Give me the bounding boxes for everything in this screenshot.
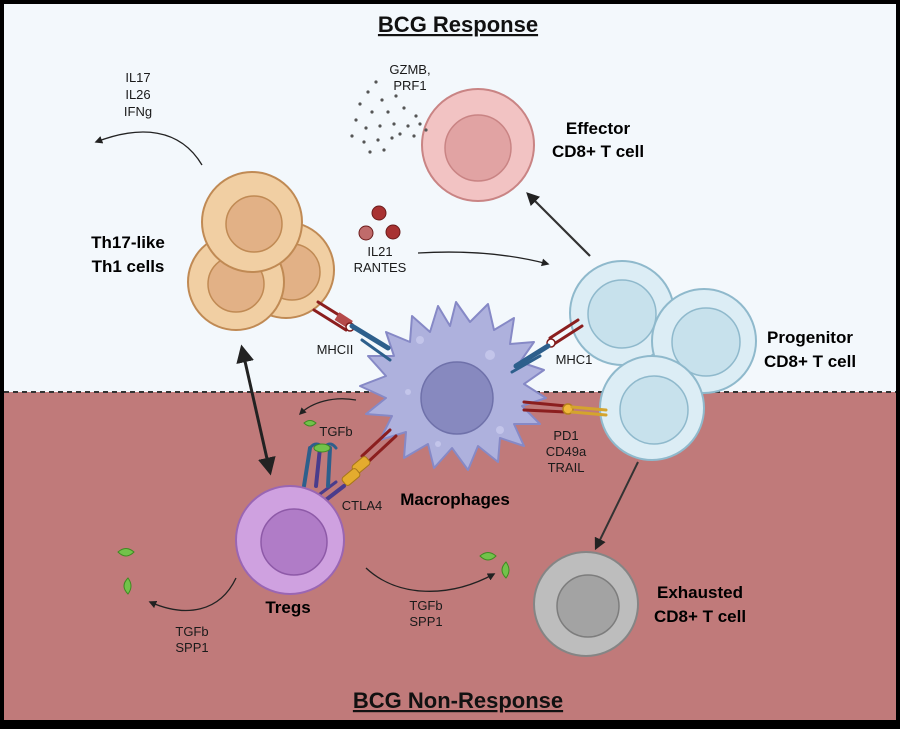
- effector-cell: [421, 88, 535, 202]
- il21-beads: [358, 205, 401, 241]
- pd1-receptor: [522, 400, 608, 417]
- title-response: BCG Response: [378, 12, 538, 37]
- mhc1-receptor: [510, 318, 584, 374]
- treg-cell: [235, 485, 345, 595]
- trail-label: TRAIL: [548, 460, 585, 475]
- exhausted-label-2: CD8+ T cell: [654, 607, 746, 626]
- treg-secretion-arrow: [148, 577, 237, 612]
- tgfb-molecules-left: [117, 548, 135, 595]
- mid-secretion-arrow: [365, 567, 496, 592]
- tgfb-to-treg-arrow: [298, 398, 357, 416]
- ifng-label: IFNg: [124, 104, 152, 119]
- macrophage-label: Macrophages: [400, 490, 510, 509]
- mhcii-receptor: [312, 300, 392, 362]
- mhcii-label: MHCII: [317, 342, 354, 357]
- rantes-label: RANTES: [354, 260, 407, 275]
- pd1-label: PD1: [553, 428, 578, 443]
- ctla4-label: CTLA4: [342, 498, 382, 513]
- progenitor-to-effector-arrow: [526, 192, 591, 257]
- th17-treg-arrow: [236, 344, 276, 476]
- mhc1-label: MHC1: [556, 352, 593, 367]
- il26-label: IL26: [125, 87, 150, 102]
- th17-cell-cluster: [187, 171, 335, 331]
- progenitor-label-1: Progenitor: [767, 328, 853, 347]
- treg-label: Tregs: [265, 598, 310, 617]
- gzmb-label: GZMB,: [389, 62, 430, 77]
- il17-label: IL17: [125, 70, 150, 85]
- tgfb-receptor: [302, 442, 338, 488]
- granule-dots: [350, 80, 428, 154]
- effector-label-1: Effector: [566, 119, 631, 138]
- progenitor-to-exhausted-arrow: [594, 461, 639, 551]
- il21-arrow: [417, 251, 550, 267]
- title-nonresponse: BCG Non-Response: [353, 688, 563, 713]
- progenitor-label-2: CD8+ T cell: [764, 352, 856, 371]
- tgfb-molecules-mid: [479, 552, 510, 579]
- tgfb-small-label: TGFb: [319, 424, 352, 439]
- cd49a-label: CD49a: [546, 444, 587, 459]
- macrophage-cell: [359, 301, 547, 471]
- mid-tgfb-label: TGFb: [409, 598, 442, 613]
- mid-spp1-label: SPP1: [409, 614, 442, 629]
- exhausted-cell: [533, 551, 639, 657]
- effector-label-2: CD8+ T cell: [552, 142, 644, 161]
- treg-spp1-label: SPP1: [175, 640, 208, 655]
- th17-label-2: Th1 cells: [92, 257, 165, 276]
- treg-tgfb-label: TGFb: [175, 624, 208, 639]
- progenitor-cell-cluster: [569, 260, 757, 461]
- exhausted-label-1: Exhausted: [657, 583, 743, 602]
- prf1-label: PRF1: [393, 78, 426, 93]
- il21-label: IL21: [367, 244, 392, 259]
- th17-label-1: Th17-like: [91, 233, 165, 252]
- th17-cytokine-arrow: [94, 131, 203, 166]
- tgfb-molecule-icon: [303, 420, 317, 427]
